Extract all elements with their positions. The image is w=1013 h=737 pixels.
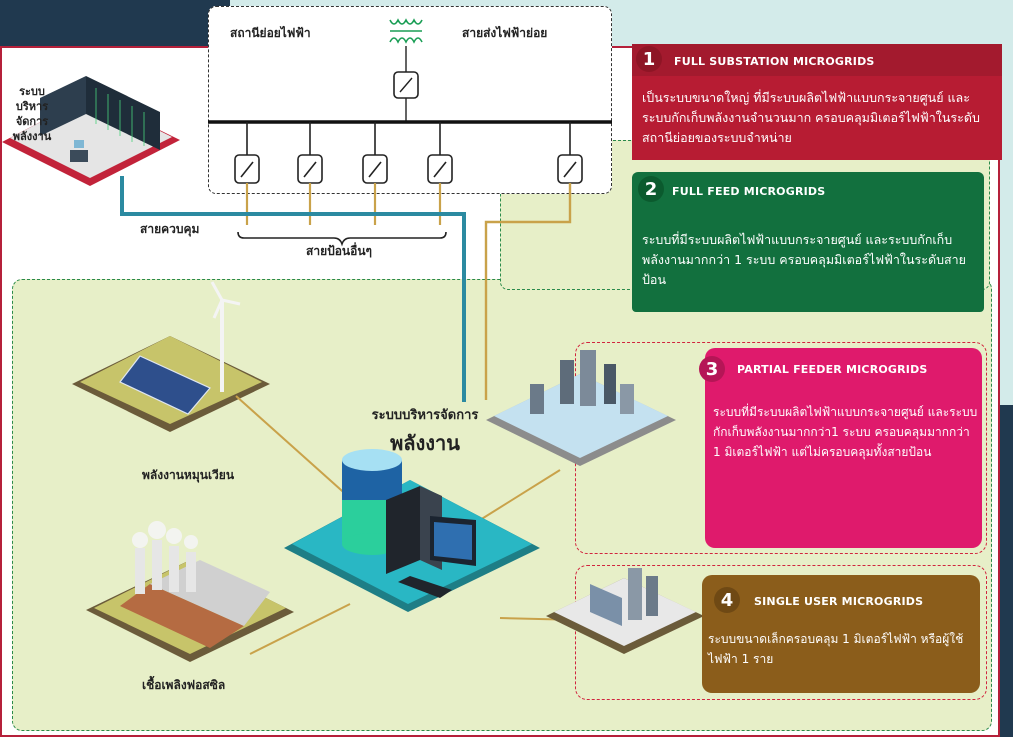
feeder-brace [237,231,447,247]
ems-building-label: ระบบบริหาร จัดการ พลังงาน [4,84,60,144]
background-navy-top [0,0,230,46]
renewable-platform [72,281,270,432]
ems-label-line2: จัดการ [15,115,49,128]
main-breaker-icon [393,71,419,99]
energy-management-platform [284,449,540,612]
center-ems-title: ระบบบริหารจัดการ พลังงาน [340,404,510,459]
box-number: 3 [699,356,725,382]
box-number: 4 [714,587,740,613]
single-user-platform [546,568,704,654]
feeder-breakers [234,122,583,184]
control-line [120,176,466,402]
box-title: FULL FEED MICROGRIDS [672,185,826,198]
center-title-big: พลังงาน [390,431,460,455]
transformer-icon [389,18,423,44]
box-description: ระบบที่มีระบบผลิตไฟฟ้าแบบกระจายศูนย์ และ… [713,405,978,459]
ems-building-illustration [2,76,180,186]
ems-label-line3: พลังงาน [12,130,52,143]
control-line-label: สายควบคุม [140,222,200,236]
substation-label: สถานีย่อยไฟฟ้า [230,26,311,40]
box-number: 1 [636,46,662,72]
ems-label-line1: ระบบบริหาร [15,85,49,113]
single-user-zone [575,565,987,700]
box-single-user: 4 SINGLE USER MICROGRIDS ระบบขนาดเล็กครอ… [702,575,980,693]
box-title: SINGLE USER MICROGRIDS [754,595,924,608]
box-title: PARTIAL FEEDER MICROGRIDS [737,363,928,376]
box-description: ระบบที่มีระบบผลิตไฟฟ้าแบบกระจายศูนย์ และ… [642,232,967,287]
center-title-small: ระบบบริหารจัดการ [371,408,479,423]
city-platform [486,350,676,466]
box-full-feed: 2 FULL FEED MICROGRIDS ระบบที่มีระบบผลิต… [632,172,984,312]
other-feeder-lines [245,183,442,225]
box-title: FULL SUBSTATION MICROGRIDS [674,55,875,68]
renewable-label: พลังงานหมุนเวียน [142,468,235,482]
box-header: 1 FULL SUBSTATION MICROGRIDS [632,44,1002,76]
box-description: เป็นระบบขนาดใหญ่ ที่มีระบบผลิตไฟฟ้าแบบกร… [642,90,980,145]
box-description: ระบบขนาดเล็กครอบคลุม 1 มิเตอร์ไฟฟ้า หรือ… [708,632,964,666]
connection-lines [235,395,581,655]
other-feeders-label: สายป้อนอื่นๆ [306,244,372,258]
box-partial-feeder: 3 PARTIAL FEEDER MICROGRIDS ระบบที่มีระบ… [699,348,982,548]
feeder-line [484,183,572,400]
box-full-substation: 1 FULL SUBSTATION MICROGRIDS เป็นระบบขนา… [632,44,1002,160]
subtransmission-label: สายส่งไฟฟ้าย่อย [462,26,548,40]
fossil-label: เชื้อเพลิงฟอสซิล [142,678,226,692]
box-number: 2 [638,176,664,202]
fossil-platform [86,521,294,662]
